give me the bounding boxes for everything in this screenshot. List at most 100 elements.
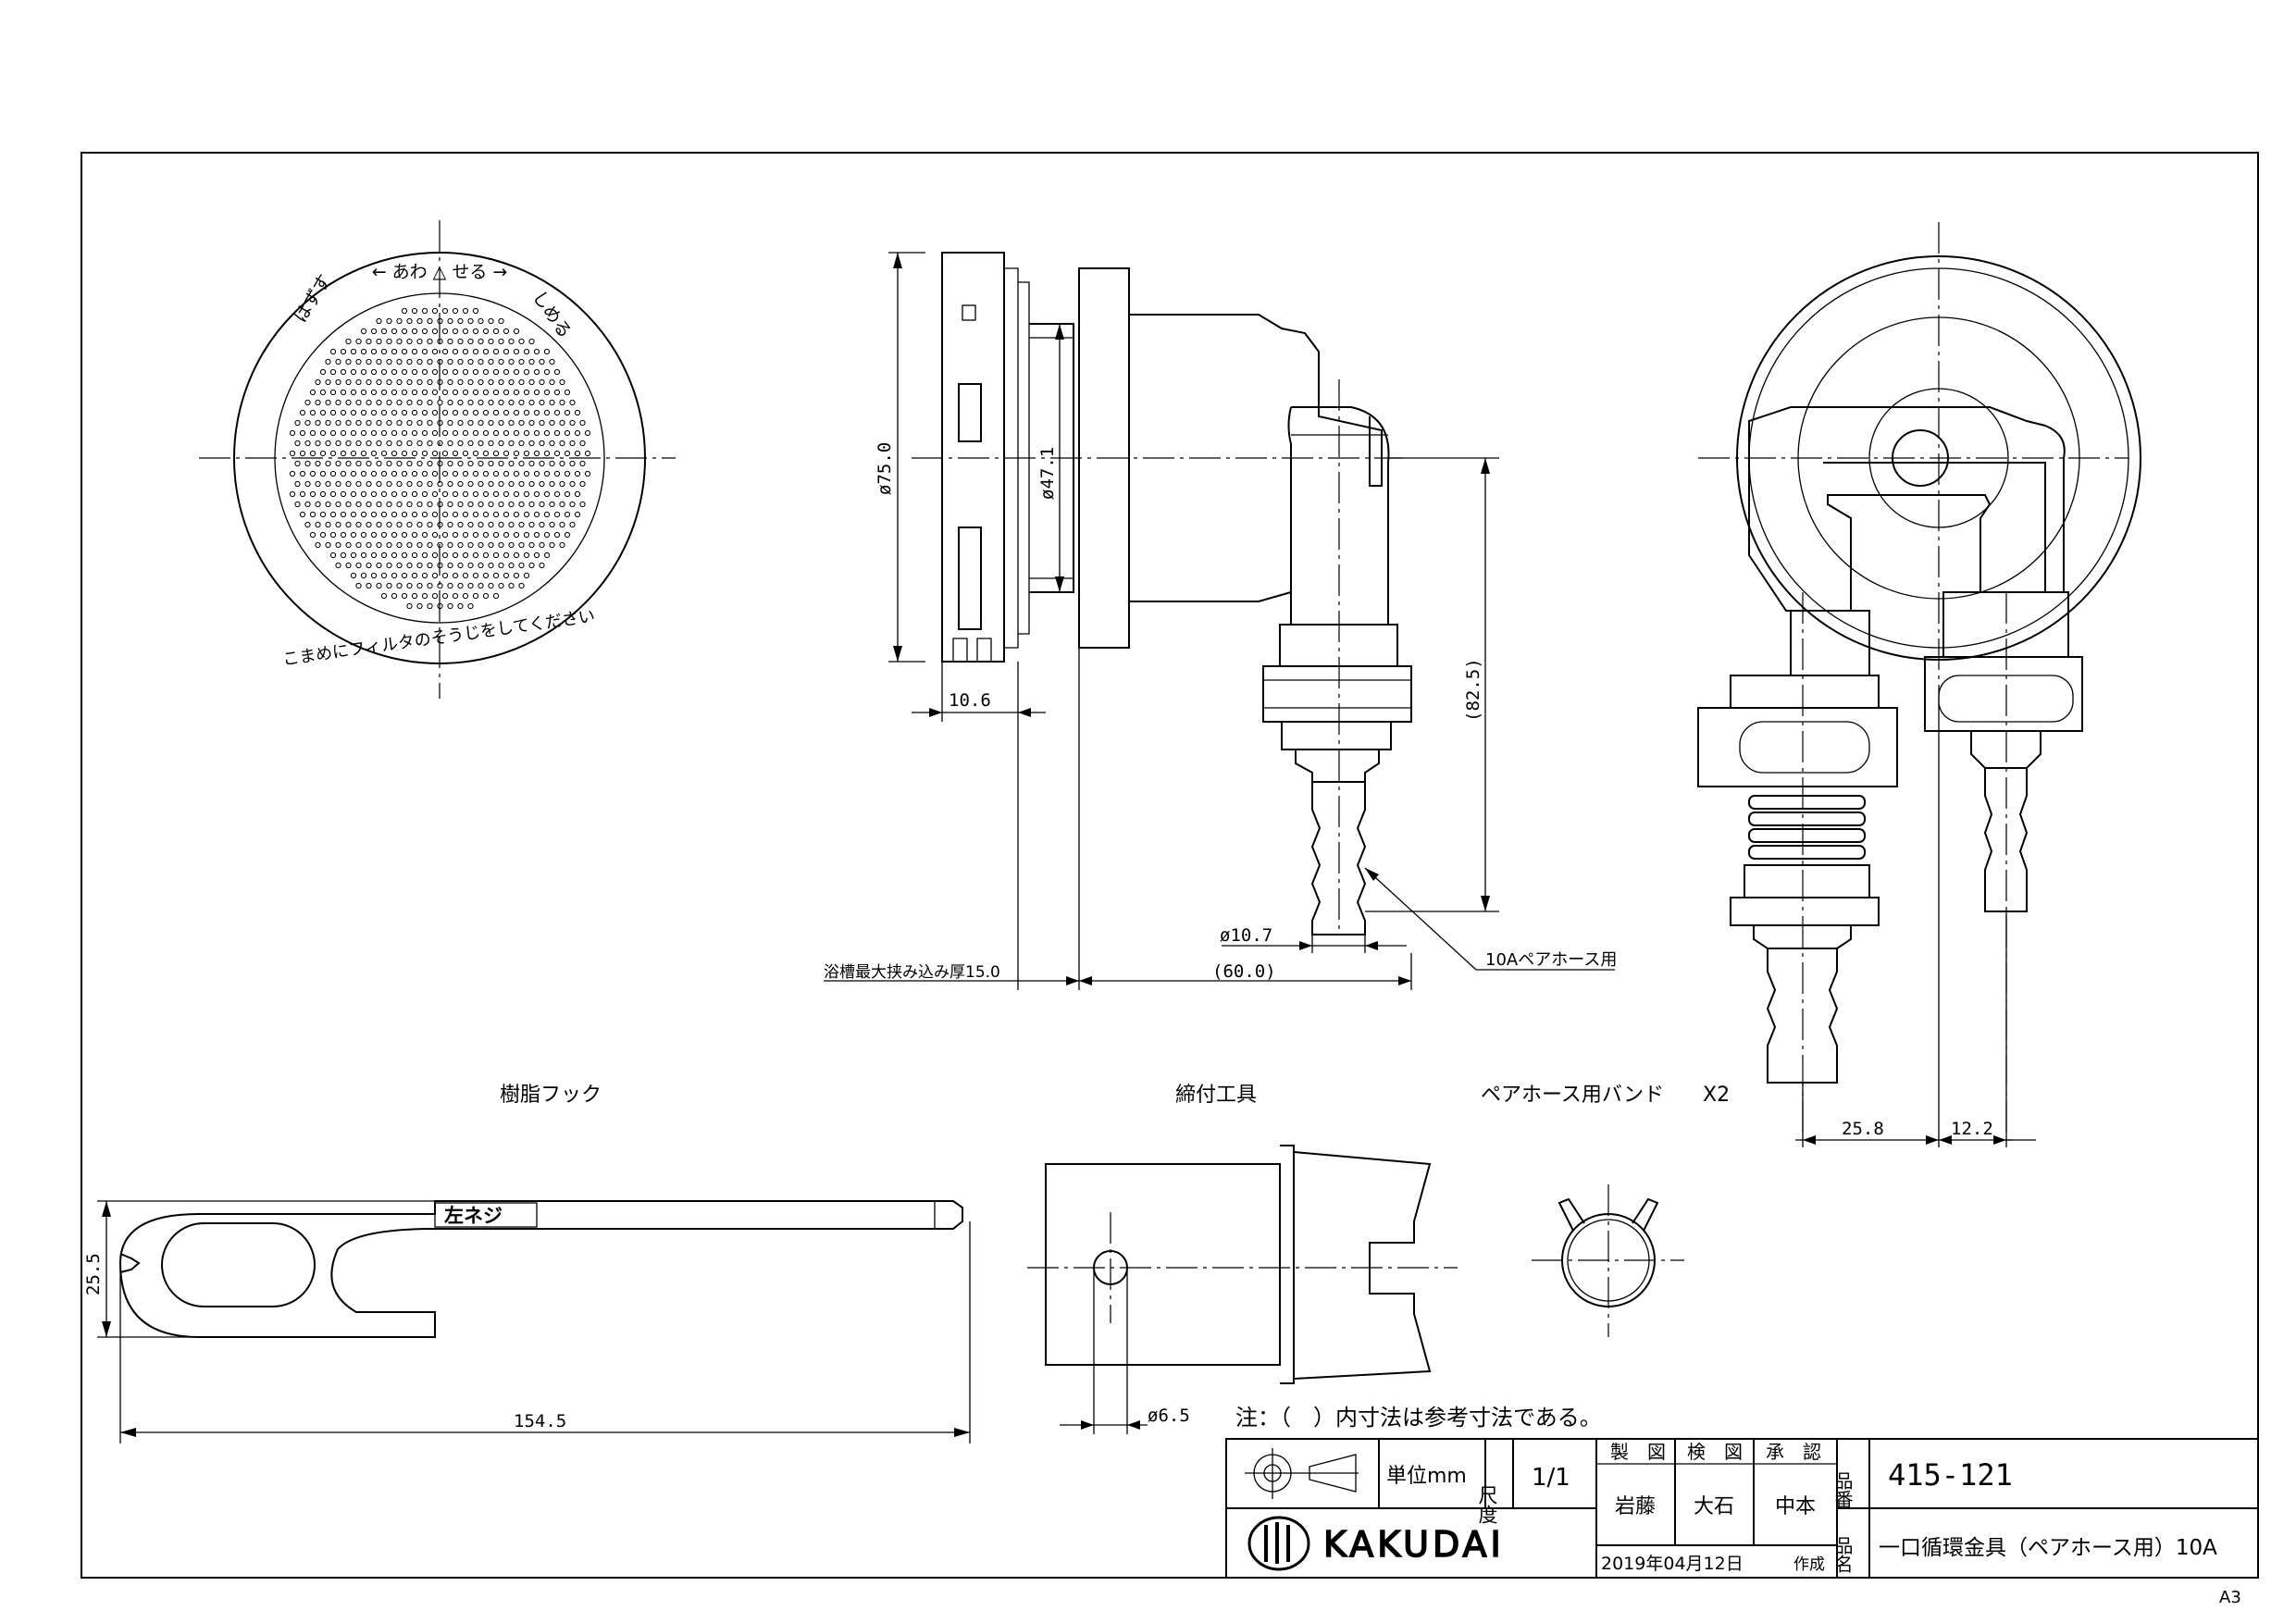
filter-hole bbox=[533, 551, 540, 559]
filter-hole bbox=[370, 389, 378, 396]
filter-hole bbox=[360, 450, 367, 457]
filter-hole bbox=[533, 389, 540, 396]
filter-hole bbox=[386, 358, 392, 365]
filter-hole bbox=[360, 409, 367, 416]
dim-length: (60.0) bbox=[1212, 961, 1276, 982]
filter-hole bbox=[401, 429, 408, 437]
filter-hole bbox=[498, 338, 504, 345]
filter-hole bbox=[462, 592, 469, 600]
filter-hole bbox=[386, 541, 392, 549]
filter-hole bbox=[319, 490, 327, 498]
filter-hole bbox=[523, 531, 530, 539]
filter-hole bbox=[355, 358, 362, 365]
filter-hole bbox=[508, 460, 515, 467]
filter-hole bbox=[345, 399, 352, 406]
filter-hole bbox=[584, 470, 591, 477]
filter-hole bbox=[299, 470, 306, 477]
filter-hole bbox=[569, 460, 576, 467]
filter-hole bbox=[462, 368, 469, 376]
filter-hole bbox=[380, 429, 388, 437]
filter-hole bbox=[315, 378, 321, 386]
filter-hole bbox=[467, 440, 474, 447]
dim-flange: 10.6 bbox=[949, 690, 991, 711]
filter-hole bbox=[370, 490, 378, 498]
filter-hole bbox=[401, 511, 408, 518]
filter-hole bbox=[406, 317, 413, 325]
filter-hole bbox=[513, 409, 520, 416]
filter-hole bbox=[513, 572, 520, 579]
filter-hole bbox=[553, 511, 561, 518]
filter-hole bbox=[488, 399, 494, 406]
filter-hole bbox=[452, 511, 459, 518]
filter-hole bbox=[467, 562, 474, 569]
filter-hole bbox=[579, 440, 586, 447]
filter-hole bbox=[513, 389, 520, 396]
filter-hole bbox=[325, 541, 331, 549]
filter-hole bbox=[406, 338, 413, 345]
scale-label: 尺度 bbox=[1476, 1485, 1498, 1524]
filter-hole bbox=[366, 480, 372, 488]
filter-hole bbox=[421, 389, 428, 396]
filter-hole bbox=[355, 541, 362, 549]
filter-hole bbox=[523, 348, 530, 355]
filter-hole bbox=[437, 602, 443, 610]
filter-hole bbox=[539, 480, 545, 488]
filter-hole bbox=[427, 602, 433, 610]
filter-hole bbox=[579, 501, 586, 508]
filter-hole bbox=[329, 511, 337, 518]
filter-hole bbox=[335, 358, 341, 365]
filter-hole bbox=[376, 582, 382, 589]
filter-hole bbox=[492, 551, 500, 559]
filter-hole bbox=[467, 460, 474, 467]
filter-hole bbox=[325, 399, 331, 406]
filter-hole bbox=[452, 531, 459, 539]
filter-hole bbox=[518, 338, 525, 345]
filter-hole bbox=[513, 470, 520, 477]
filter-hole bbox=[488, 562, 494, 569]
filter-hole bbox=[329, 470, 337, 477]
filter-hole bbox=[416, 562, 423, 569]
filter-hole bbox=[508, 521, 515, 528]
filter-hole bbox=[401, 368, 408, 376]
filter-hole bbox=[360, 368, 367, 376]
filter-hole bbox=[315, 501, 321, 508]
filter-hole bbox=[401, 348, 408, 355]
filter-hole bbox=[441, 572, 449, 579]
filter-hole bbox=[462, 572, 469, 579]
filter-hole bbox=[569, 399, 576, 406]
filter-hole bbox=[386, 378, 392, 386]
filter-hole bbox=[345, 378, 352, 386]
filter-hole bbox=[380, 572, 388, 579]
filter-hole bbox=[304, 460, 311, 467]
filter-hole bbox=[345, 480, 352, 488]
filter-hole bbox=[299, 409, 306, 416]
filter-hole bbox=[462, 328, 469, 335]
filter-hole bbox=[416, 419, 423, 427]
filter-hole bbox=[482, 592, 490, 600]
filter-hole bbox=[309, 409, 316, 416]
filter-hole bbox=[553, 368, 561, 376]
filter-hole bbox=[441, 368, 449, 376]
filter-hole bbox=[513, 348, 520, 355]
filter-hole bbox=[411, 307, 418, 315]
filter-hole bbox=[360, 470, 367, 477]
filter-hole bbox=[401, 450, 408, 457]
sheet-size-label: A3 bbox=[2219, 1588, 2241, 1607]
filter-hole bbox=[472, 389, 479, 396]
filter-hole bbox=[416, 440, 423, 447]
filter-hole bbox=[350, 368, 357, 376]
filter-hole bbox=[533, 450, 540, 457]
filter-hole bbox=[355, 521, 362, 528]
dim-height: (82.5) bbox=[1463, 658, 1483, 722]
filter-hole bbox=[528, 460, 535, 467]
filter-hole bbox=[406, 582, 413, 589]
filter-hole bbox=[452, 307, 459, 315]
filter-hole bbox=[315, 541, 321, 549]
filter-hole bbox=[457, 338, 464, 345]
filter-hole bbox=[431, 307, 439, 315]
filter-hole bbox=[574, 429, 581, 437]
filter-hole bbox=[452, 409, 459, 416]
filter-hole bbox=[457, 358, 464, 365]
filter-hole bbox=[380, 511, 388, 518]
filter-hole bbox=[370, 572, 378, 579]
